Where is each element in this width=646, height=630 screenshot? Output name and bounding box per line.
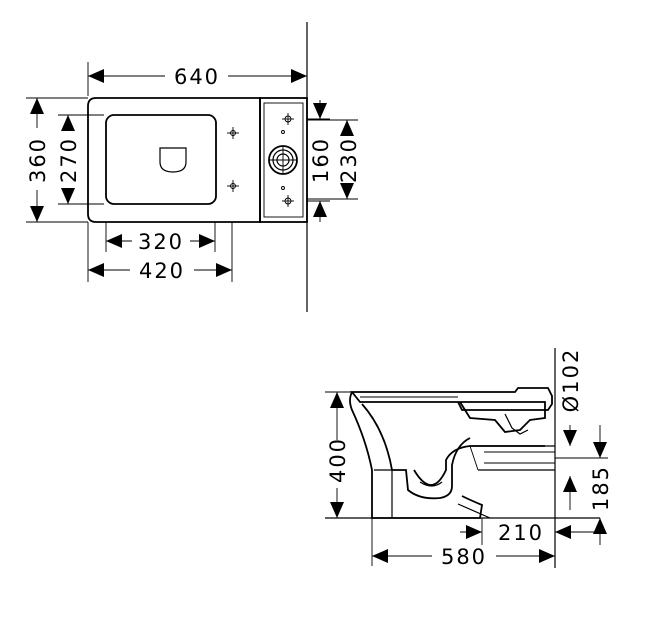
bowl-inner <box>361 403 471 500</box>
dim-height-label: 400 <box>326 437 350 483</box>
dim-pan-length: 420 <box>87 222 233 283</box>
dim-cistern-depth: 230 <box>307 119 361 200</box>
dim-outlet-projection: 210 <box>460 518 600 545</box>
bowl-rim <box>105 114 217 205</box>
cistern-inner <box>263 102 304 218</box>
dim-overall-width-label: 360 <box>26 137 50 183</box>
side-view: 400 Ø102 185 210 <box>325 348 613 569</box>
pan-foot <box>374 469 491 519</box>
seat-fixing-top-icon <box>227 127 239 139</box>
trap <box>413 445 545 486</box>
rear-block <box>458 401 546 433</box>
dim-bowl-width: 270 <box>57 114 104 205</box>
dim-outlet-height: 185 <box>555 425 613 545</box>
dim-total-depth: 580 <box>371 518 555 569</box>
seat-fixing-bottom-icon <box>227 180 239 192</box>
dim-seat-fixing-label: 320 <box>138 230 184 254</box>
cistern-fixing-bottom-icon <box>282 195 294 207</box>
bowl-outlet <box>159 147 187 173</box>
dim-seat-fixing: 320 <box>105 222 216 254</box>
dim-overall-width: 360 <box>26 97 88 223</box>
dim-outlet-projection-label: 210 <box>498 521 544 545</box>
cistern-outline <box>259 97 308 223</box>
dim-bowl-width-label: 270 <box>57 137 81 183</box>
dim-cistern-fixing-label: 160 <box>309 137 333 183</box>
cistern-fixing-top-icon <box>282 113 294 125</box>
dim-cistern-depth-label: 230 <box>337 137 361 183</box>
dim-pan-length-label: 420 <box>139 259 185 283</box>
dim-cistern-fixing: 160 <box>307 100 333 222</box>
dim-total-depth-label: 580 <box>441 545 487 569</box>
top-view: 640 360 270 <box>26 22 361 312</box>
dim-overall-length: 640 <box>87 62 307 96</box>
pan-outline <box>87 97 261 223</box>
dim-outlet-diameter: Ø102 <box>559 348 583 446</box>
seat-profile <box>350 387 553 411</box>
dim-height: 400 <box>325 391 352 518</box>
dim-outlet-height-label: 185 <box>589 465 613 511</box>
pan-body-outer <box>349 391 483 519</box>
dim-overall-length-label: 640 <box>174 65 220 89</box>
dim-outlet-diameter-label: Ø102 <box>559 348 583 413</box>
